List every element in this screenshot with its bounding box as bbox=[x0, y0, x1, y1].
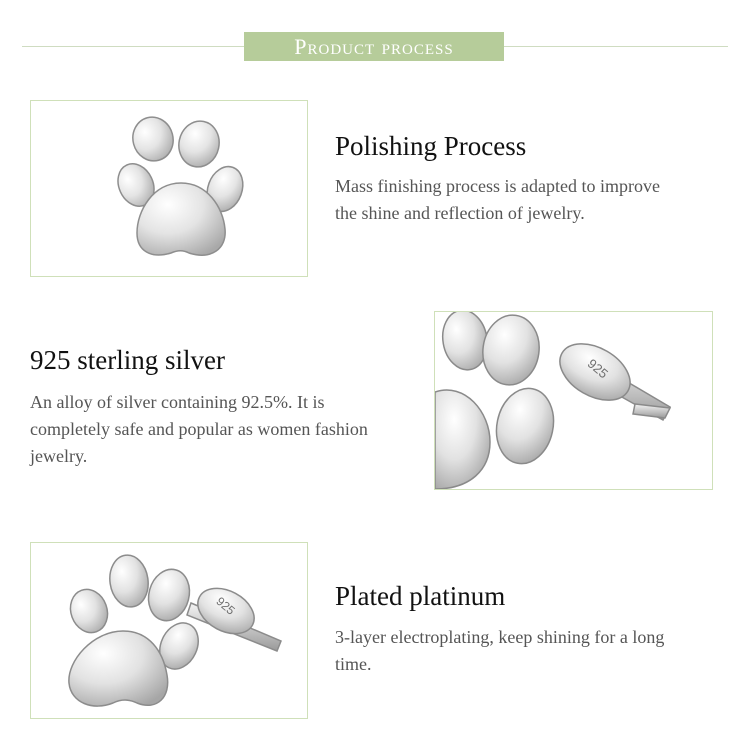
paw-earring-icon bbox=[117, 116, 244, 256]
section-desc-polishing: Mass finishing process is adapted to imp… bbox=[335, 176, 660, 223]
section-desc-platinum: 3-layer electroplating, keep shining for… bbox=[335, 627, 665, 674]
paw-earring-side-icon: 925 bbox=[68, 554, 282, 707]
plated-platinum-image: 925 bbox=[30, 542, 308, 719]
section-title-polishing: Polishing Process bbox=[335, 131, 527, 161]
section-desc-silver: An alloy of silver containing 92.5%. It … bbox=[30, 392, 368, 466]
section-title-platinum: Plated platinum bbox=[335, 581, 506, 611]
sterling-silver-image: 925 bbox=[434, 311, 713, 490]
divider-right bbox=[504, 46, 728, 47]
paw-earring-closeup-icon: 925 bbox=[435, 312, 672, 489]
section-title-silver: 925 sterling silver bbox=[30, 345, 225, 375]
polishing-image bbox=[30, 100, 308, 277]
section-header-title: Product process bbox=[294, 33, 454, 59]
divider-left bbox=[22, 46, 244, 47]
section-header-badge: Product process bbox=[244, 32, 504, 61]
